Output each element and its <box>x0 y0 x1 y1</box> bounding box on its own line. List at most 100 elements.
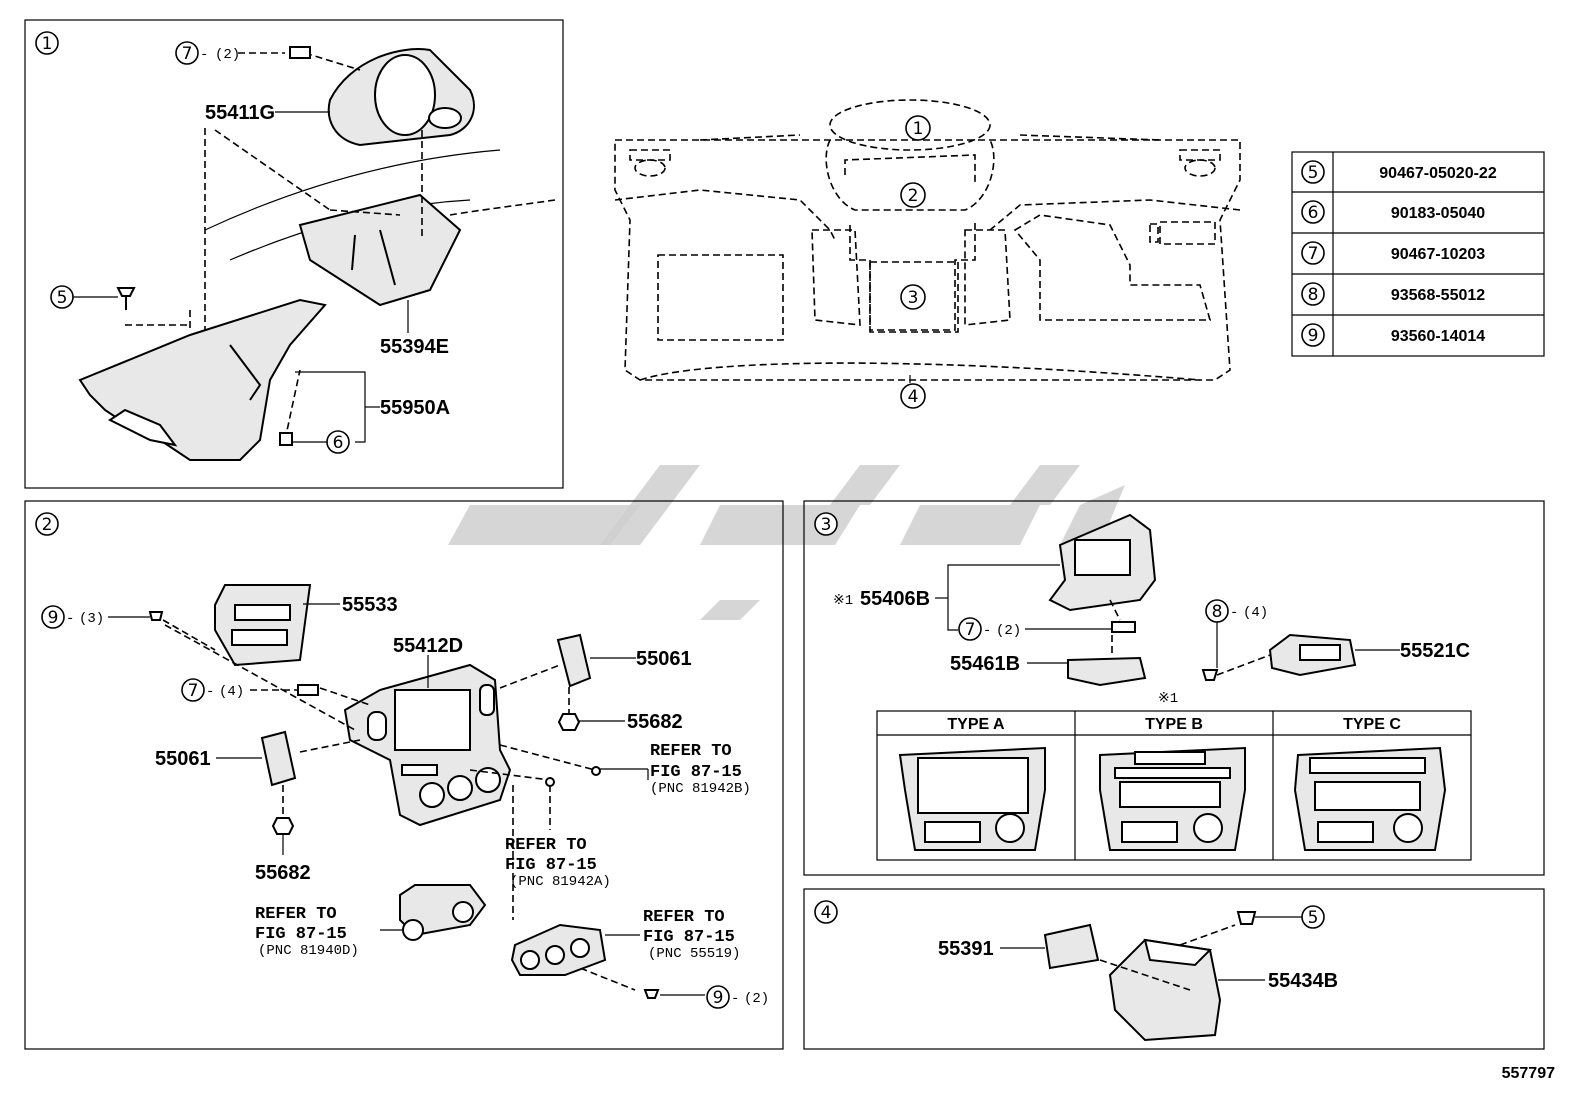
svg-text:FIG 87-15: FIG 87-15 <box>255 925 347 944</box>
part-55061-right-label: 55061 <box>636 648 692 670</box>
svg-text:7: 7 <box>965 620 976 640</box>
part-55411G-label: 55411G <box>205 102 275 124</box>
note-mark-sec3: ※1 <box>833 593 853 609</box>
svg-text:7: 7 <box>188 681 199 701</box>
part-55682-right-label: 55682 <box>627 711 683 733</box>
part-55521C-label: 55521C <box>1400 640 1470 662</box>
svg-text:93568-55012: 93568-55012 <box>1391 287 1485 304</box>
section-2-drawing: 55533 55412D 55061 55682 55061 55682 <box>41 584 769 1009</box>
svg-text:6: 6 <box>1308 203 1319 223</box>
svg-text:90183-05040: 90183-05040 <box>1391 205 1485 222</box>
svg-text:FIG 87-15: FIG 87-15 <box>505 856 597 875</box>
svg-text:(2): (2) <box>215 47 240 63</box>
callout-5-sec1: 5 <box>50 285 118 309</box>
svg-text:-: - <box>66 611 74 627</box>
svg-text:(2): (2) <box>996 623 1021 639</box>
svg-text:7: 7 <box>1308 244 1319 264</box>
svg-text:9: 9 <box>48 608 59 628</box>
section-3-frame <box>803 500 1545 876</box>
svg-text:(PNC 81940D): (PNC 81940D) <box>258 943 359 959</box>
refer-81940D: REFER TO FIG 87-15 (PNC 81940D) <box>255 905 359 959</box>
part-55682-left-label: 55682 <box>255 862 311 884</box>
svg-text:-: - <box>731 991 739 1007</box>
svg-text:(PNC 55519): (PNC 55519) <box>648 946 740 962</box>
type-b-label: TYPE B <box>1145 716 1203 733</box>
svg-text:FIG 87-15: FIG 87-15 <box>650 763 742 782</box>
svg-text:5: 5 <box>1308 163 1319 183</box>
svg-text:5: 5 <box>1308 908 1319 928</box>
svg-text:5: 5 <box>57 288 68 308</box>
svg-text:(2): (2) <box>744 991 769 1007</box>
section-2-number: 2 <box>35 512 59 536</box>
section-3-drawing: ※1 55406B 7 - (2) 55461B 55521C 8 - <box>833 513 1472 861</box>
svg-text:3: 3 <box>821 515 832 535</box>
part-55061-left-label: 55061 <box>155 748 211 770</box>
svg-text:93560-14014: 93560-14014 <box>1391 328 1485 345</box>
svg-text:REFER TO: REFER TO <box>505 836 587 855</box>
part-55394E-label: 55394E <box>380 336 449 358</box>
svg-text:(4): (4) <box>219 684 244 700</box>
svg-text:8: 8 <box>1212 602 1223 622</box>
svg-text:-: - <box>200 47 208 63</box>
section-4-number: 4 <box>814 900 838 924</box>
refer-81942A: REFER TO FIG 87-15 (PNC 81942A) <box>505 836 611 890</box>
section-1-number: 1 <box>35 31 59 55</box>
section-2-frame <box>24 500 784 1050</box>
svg-text:2: 2 <box>42 515 53 535</box>
overview-area-1: 1 <box>905 115 931 141</box>
refer-81942B: REFER TO FIG 87-15 (PNC 81942B) <box>650 742 751 797</box>
svg-text:9: 9 <box>1308 326 1319 346</box>
callout-6-sec1: 6 <box>293 430 350 454</box>
svg-text:(PNC 81942A): (PNC 81942A) <box>510 874 611 890</box>
callout-9-sec2-bottom: 9 - (2) <box>706 985 769 1009</box>
svg-text:-: - <box>206 684 214 700</box>
refer-55519: REFER TO FIG 87-15 (PNC 55519) <box>643 908 740 962</box>
overview-area-2: 2 <box>900 182 926 208</box>
svg-text:-: - <box>983 623 991 639</box>
callout-8-sec3: 8 - (4) <box>1205 599 1268 668</box>
svg-text:90467-05020-22: 90467-05020-22 <box>1379 165 1497 182</box>
svg-text:FIG 87-15: FIG 87-15 <box>643 928 735 947</box>
svg-text:4: 4 <box>821 903 832 923</box>
dashboard-overview: 1 2 3 4 <box>614 99 1241 409</box>
overview-area-4: 4 <box>900 383 926 409</box>
fastener-row: 8 93568-55012 <box>1301 282 1485 306</box>
svg-text:1: 1 <box>913 119 924 139</box>
section-4-frame <box>803 888 1545 1050</box>
svg-text:REFER TO: REFER TO <box>643 908 725 927</box>
section-3-number: 3 <box>814 512 838 536</box>
svg-text:90467-10203: 90467-10203 <box>1391 246 1485 263</box>
callout-7-sec3: 7 - (2) <box>958 617 1112 641</box>
svg-text:3: 3 <box>908 288 919 308</box>
figure-id: 557797 <box>1502 1065 1555 1082</box>
svg-text:7: 7 <box>182 44 193 64</box>
part-55434B-label: 55434B <box>1268 970 1338 992</box>
svg-text:2: 2 <box>908 186 919 206</box>
section-1-drawing: 55411G 55394E 55950A 7 - (2) 5 6 <box>50 41 556 461</box>
svg-text:(4): (4) <box>1243 605 1268 621</box>
svg-text:-: - <box>1230 605 1238 621</box>
svg-text:6: 6 <box>333 433 344 453</box>
svg-text:(3): (3) <box>79 611 104 627</box>
callout-5-sec4: 5 <box>1255 905 1325 929</box>
svg-text:(PNC 81942B): (PNC 81942B) <box>650 781 751 797</box>
overview-area-3: 3 <box>900 284 926 310</box>
part-55412D-label: 55412D <box>393 635 463 657</box>
svg-text:REFER TO: REFER TO <box>650 742 732 761</box>
type-b-panel <box>1099 746 1246 851</box>
part-55950A-label: 55950A <box>380 397 450 419</box>
part-55406B-label: 55406B <box>860 588 930 610</box>
fastener-row: 9 93560-14014 <box>1301 323 1485 347</box>
fastener-row: 5 90467-05020-22 <box>1301 160 1497 184</box>
svg-text:4: 4 <box>908 387 919 407</box>
svg-text:REFER TO: REFER TO <box>255 905 337 924</box>
type-a-panel <box>898 746 1046 851</box>
watermark-logo <box>448 465 1125 620</box>
fastener-row: 7 90467-10203 <box>1301 241 1485 265</box>
svg-text:8: 8 <box>1308 285 1319 305</box>
callout-9-sec2-top: 9 - (3) <box>41 605 150 629</box>
note-mark-types: ※1 <box>1158 691 1178 707</box>
part-55533-label: 55533 <box>342 594 398 616</box>
type-c-panel <box>1293 746 1447 851</box>
